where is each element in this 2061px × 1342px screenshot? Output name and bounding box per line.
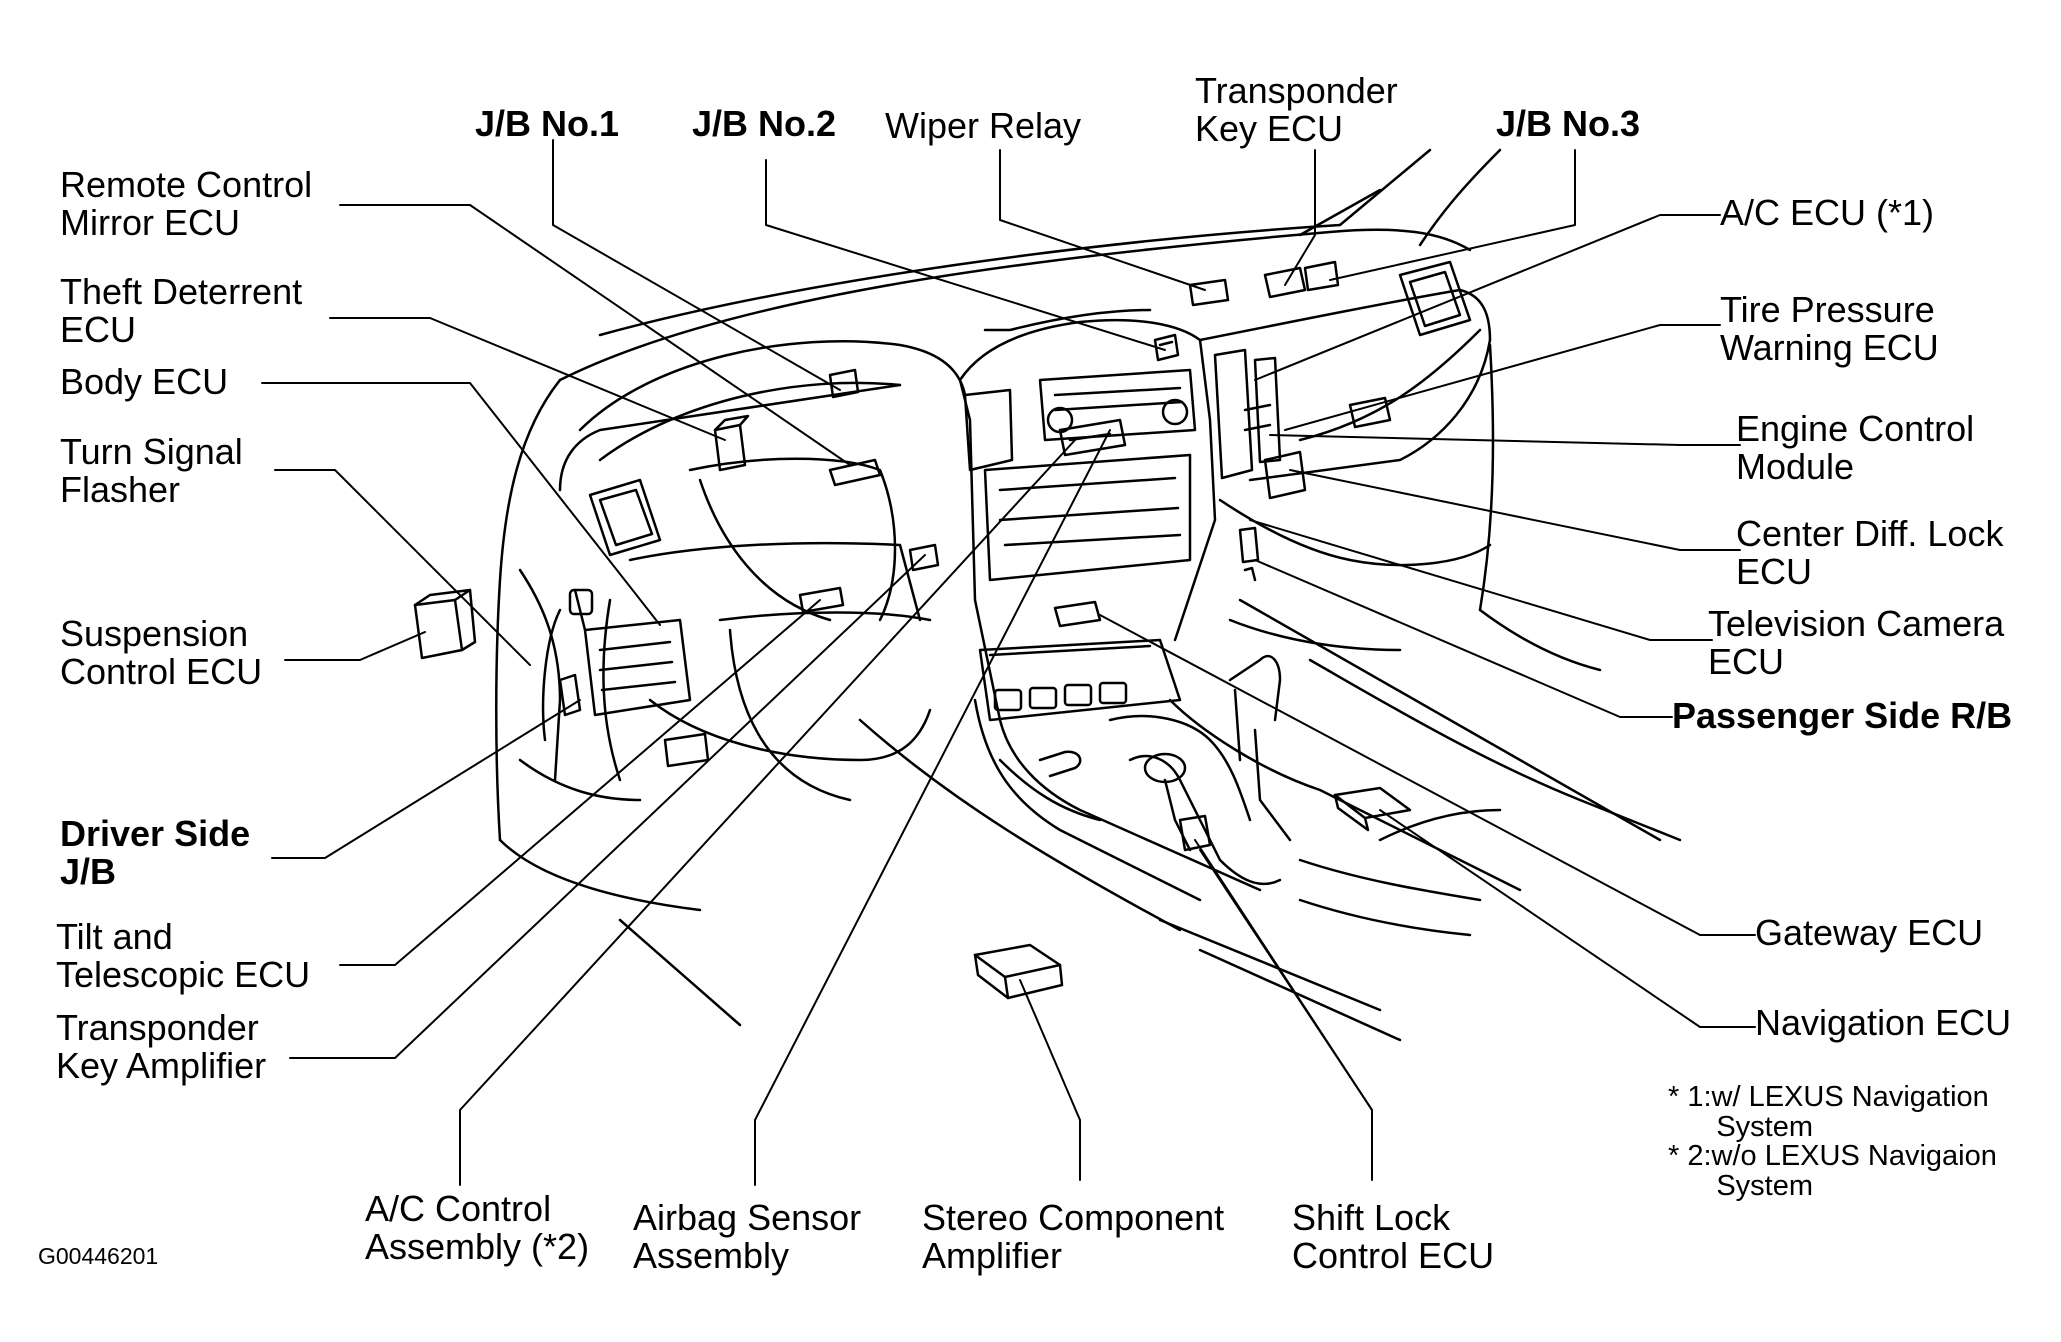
label-passenger-side-rb: Passenger Side R/B <box>1672 695 2013 736</box>
leader-lines <box>261 139 1756 1186</box>
label-engine-control-module: Engine Control Module <box>1736 408 1975 487</box>
label-center-diff-lock-ecu: Center Diff. Lock ECU <box>1736 513 2004 592</box>
label-turn-signal-flasher: Turn Signal Flasher <box>60 431 243 510</box>
component-boxes <box>413 260 1412 1000</box>
footnote-2: * 2:w/o LEXUS Navigaion System <box>1668 1140 1997 1202</box>
label-airbag-sensor-assembly: Airbag Sensor Assembly <box>633 1197 862 1276</box>
label-shift-lock-control-ecu: Shift Lock Control ECU <box>1292 1197 1495 1276</box>
label-transponder-key-amplifier: Transponder Key Amplifier <box>56 1007 267 1086</box>
label-driver-side-jb: Driver Side J/B <box>60 813 251 892</box>
label-transponder-key-ecu: Transponder Key ECU <box>1195 70 1398 149</box>
dashboard-outline <box>495 148 1682 1042</box>
label-jb-no1: J/B No.1 <box>475 103 620 144</box>
label-stereo-component-amplifier: Stereo Component Amplifier <box>922 1197 1225 1276</box>
label-body-ecu: Body ECU <box>60 361 229 402</box>
label-wiper-relay: Wiper Relay <box>885 105 1082 146</box>
label-jb-no2: J/B No.2 <box>692 103 837 144</box>
label-remote-control-mirror-ecu: Remote Control Mirror ECU <box>60 164 313 243</box>
label-jb-no3: J/B No.3 <box>1496 103 1641 144</box>
label-tire-pressure-warning-ecu: Tire Pressure Warning ECU <box>1720 289 1939 368</box>
label-television-camera-ecu: Television Camera ECU <box>1708 603 2005 682</box>
figure-id: G00446201 <box>38 1243 159 1269</box>
label-navigation-ecu: Navigation ECU <box>1755 1002 2012 1043</box>
label-tilt-telescopic-ecu: Tilt and Telescopic ECU <box>56 916 311 995</box>
label-theft-deterrent-ecu: Theft Deterrent ECU <box>60 271 303 350</box>
footnote-1: * 1:w/ LEXUS Navigation System <box>1668 1081 1989 1143</box>
label-suspension-control-ecu: Suspension Control ECU <box>60 613 263 692</box>
label-ac-control-assembly: A/C Control Assembly (*2) <box>365 1188 590 1267</box>
label-gateway-ecu: Gateway ECU <box>1755 912 1984 953</box>
label-ac-ecu: A/C ECU (*1) <box>1720 192 1935 233</box>
